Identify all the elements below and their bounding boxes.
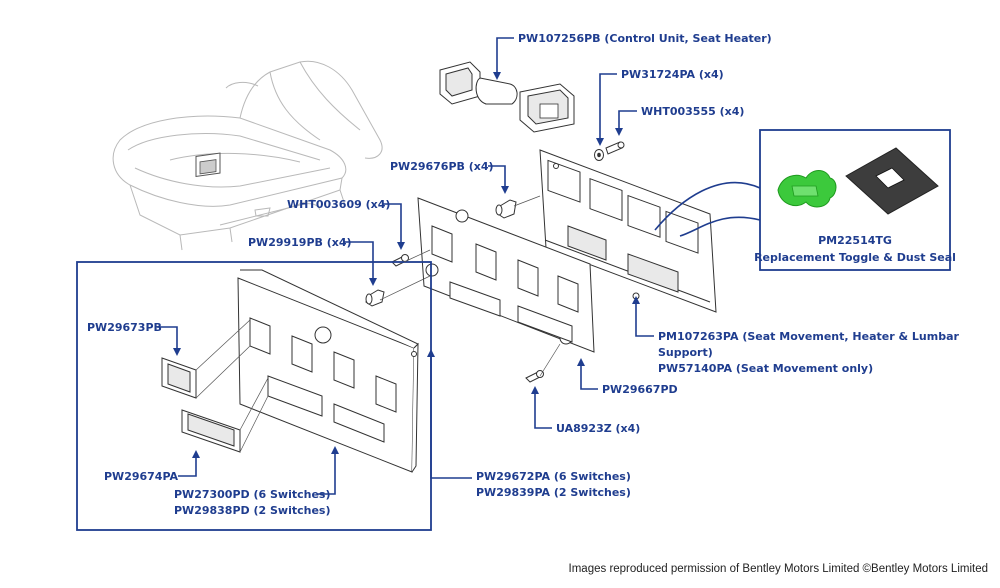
seat-illustration bbox=[112, 60, 383, 251]
label-control-unit: PW107256PB (Control Unit, Seat Heater) bbox=[518, 32, 772, 45]
mounting-bracket bbox=[417, 197, 595, 353]
label-ua8923z: UA8923Z (x4) bbox=[556, 422, 640, 435]
label-pw29919pb: PW29919PB (x4) bbox=[248, 236, 352, 249]
leader-lines bbox=[157, 37, 761, 495]
label-pw27300pd: PW27300PD (6 Switches) bbox=[174, 488, 331, 501]
label-pw29667pd: PW29667PD bbox=[602, 383, 678, 396]
label-pw29838pd: PW29838PD (2 Switches) bbox=[174, 504, 331, 517]
label-pm107263pa-line2: Support) bbox=[658, 346, 713, 359]
label-pw31724pa: PW31724PA (x4) bbox=[621, 68, 724, 81]
front-panel bbox=[237, 269, 419, 473]
part-labels: PW107256PB (Control Unit, Seat Heater) P… bbox=[87, 32, 959, 517]
replacement-toggle-inset: PM22514TG Replacement Toggle & Dust Seal bbox=[754, 129, 956, 271]
copyright-credit: Images reproduced permission of Bentley … bbox=[569, 563, 988, 575]
explosion-lines bbox=[195, 195, 561, 453]
label-pw29674pa: PW29674PA bbox=[104, 470, 179, 483]
inset-caption: Replacement Toggle & Dust Seal bbox=[754, 251, 956, 264]
control-unit-part bbox=[439, 61, 575, 133]
small-fasteners bbox=[365, 141, 625, 383]
label-wht003555: WHT003555 (x4) bbox=[641, 105, 744, 118]
bezels bbox=[161, 357, 241, 453]
label-wht003609: WHT003609 (x4) bbox=[287, 198, 390, 211]
label-pw29676pb: PW29676PB (x4) bbox=[390, 160, 494, 173]
switch-panel-assembly bbox=[539, 149, 717, 313]
label-pw57140pa: PW57140PA (Seat Movement only) bbox=[658, 362, 873, 375]
label-pw29839pa: PW29839PA (2 Switches) bbox=[476, 486, 631, 499]
label-pm107263pa-line1: PM107263PA (Seat Movement, Heater & Lumb… bbox=[658, 330, 959, 343]
label-pw29672pa: PW29672PA (6 Switches) bbox=[476, 470, 631, 483]
inset-part-number: PM22514TG bbox=[818, 234, 892, 247]
label-pw29673pb: PW29673PB bbox=[87, 321, 162, 334]
